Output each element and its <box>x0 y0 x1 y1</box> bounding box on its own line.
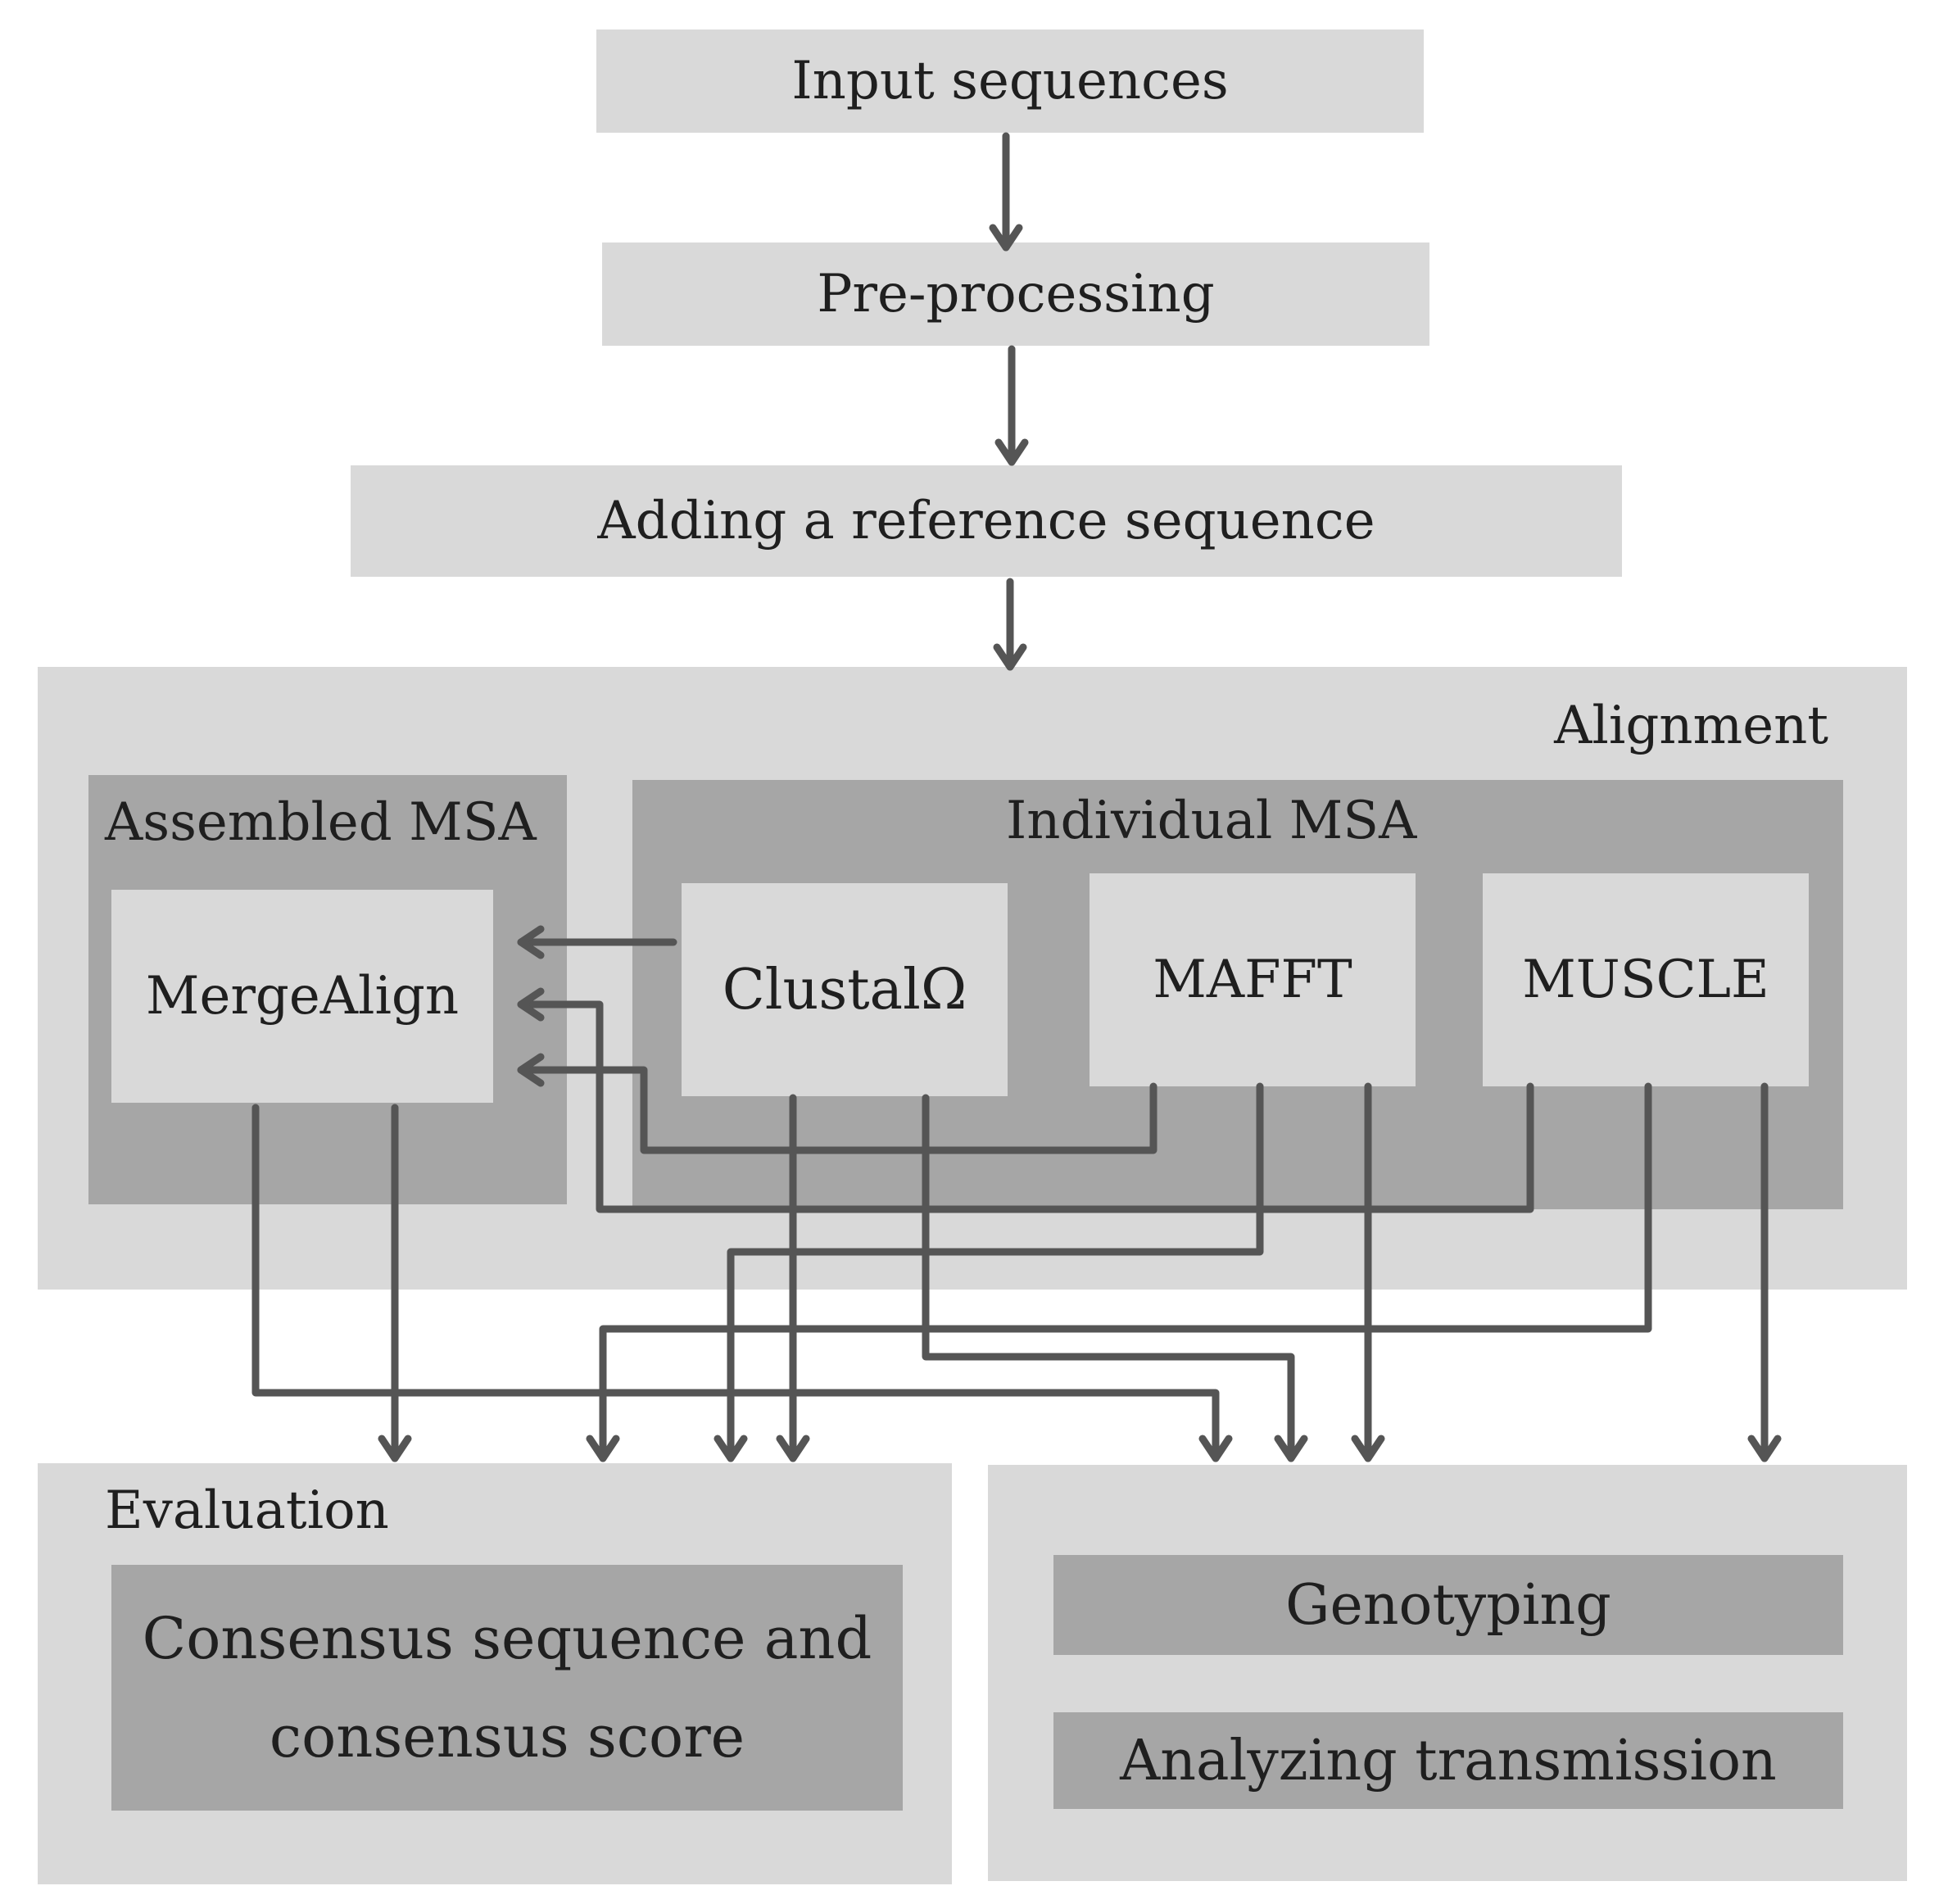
consensus-line2: consensus score <box>269 1703 745 1770</box>
transmission-label: Analyzing transmission <box>1120 1728 1777 1793</box>
muscle-box: MUSCLE <box>1483 873 1809 1086</box>
mafft-label: MAFFT <box>1153 950 1352 1010</box>
clustal-omega-label: ClustalΩ <box>722 957 967 1022</box>
genotyping-label: Genotyping <box>1285 1572 1611 1638</box>
reference-sequence-box: Adding a reference sequence <box>351 465 1622 577</box>
alignment-title: Alignment <box>1554 696 1828 756</box>
arrowhead-mergealign-applications <box>1198 1435 1233 1462</box>
input-sequences-label: Input sequences <box>791 51 1229 111</box>
mafft-box: MAFFT <box>1090 873 1416 1086</box>
clustal-omega-box: ClustalΩ <box>682 883 1008 1096</box>
genotyping-box: Genotyping <box>1053 1555 1843 1655</box>
evaluation-title: Evaluation <box>105 1480 389 1541</box>
arrowhead-muscle-applications <box>1747 1435 1782 1462</box>
transmission-box: Analyzing transmission <box>1053 1712 1843 1809</box>
input-sequences-box: Input sequences <box>596 29 1424 133</box>
individual-msa-title: Individual MSA <box>1006 791 1417 851</box>
reference-sequence-label: Adding a reference sequence <box>597 491 1375 551</box>
consensus-line1: Consensus sequence and <box>142 1605 872 1672</box>
arrowhead-mafft-applications <box>1351 1435 1385 1462</box>
preprocessing-label: Pre-processing <box>817 264 1215 324</box>
mergealign-label: MergeAlign <box>145 966 460 1027</box>
arrowhead-mergealign-evaluation <box>378 1435 412 1462</box>
muscle-label: MUSCLE <box>1522 950 1769 1010</box>
assembled-msa-title: Assembled MSA <box>105 792 537 853</box>
mergealign-box: MergeAlign <box>111 890 493 1103</box>
preprocessing-box: Pre-processing <box>602 243 1429 346</box>
arrowhead-clustal-applications <box>1274 1435 1308 1462</box>
arrowhead-muscle-evaluation <box>586 1435 620 1462</box>
consensus-box: Consensus sequence and consensus score <box>111 1565 903 1811</box>
applications-group <box>988 1465 1907 1881</box>
arrowhead-mafft-evaluation <box>714 1435 748 1462</box>
arrowhead-reference <box>994 438 1029 466</box>
arrowhead-clustal-evaluation <box>776 1435 810 1462</box>
arrowhead-alignment <box>993 643 1027 671</box>
